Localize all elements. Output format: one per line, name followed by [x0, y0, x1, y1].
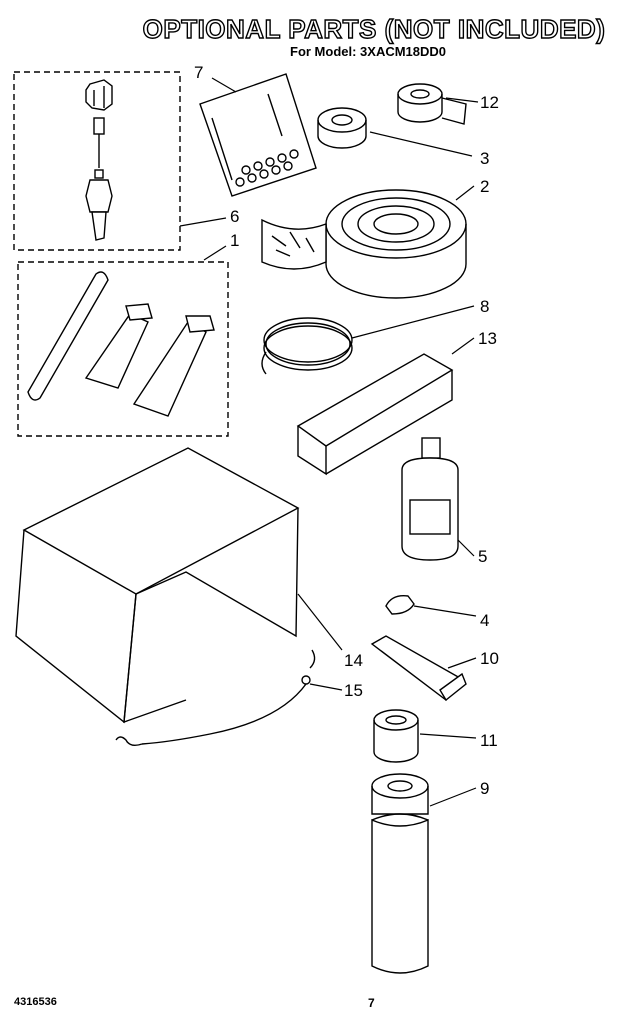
tape-roll-3-drawing — [317, 107, 367, 149]
callout-12: 12 — [480, 93, 499, 112]
fastener-bag-drawing — [199, 73, 317, 197]
valve-fitting-drawing — [85, 79, 113, 241]
callout-leaders — [179, 77, 479, 807]
document-number: 4316536 — [14, 996, 57, 1008]
callout-10: 10 — [480, 649, 499, 668]
callout-7: 7 — [194, 63, 203, 82]
callout-1: 1 — [230, 231, 239, 250]
cap-4-drawing — [385, 595, 415, 615]
foam-tape-roll-2-drawing — [261, 189, 467, 299]
stick-and-tubes-drawing — [27, 271, 215, 417]
callout-15: 15 — [344, 681, 363, 700]
bottle-5-drawing — [401, 437, 459, 561]
part-1-dashed-frame — [17, 261, 229, 437]
callout-3: 3 — [480, 149, 489, 168]
page-number: 7 — [368, 996, 375, 1010]
callout-11: 11 — [480, 731, 498, 750]
cord-15-drawing — [115, 649, 316, 747]
callout-4: 4 — [480, 611, 489, 630]
tube-10-drawing — [370, 635, 467, 702]
callout-9: 9 — [480, 779, 489, 798]
callout-14: 14 — [344, 651, 363, 670]
callout-2: 2 — [480, 177, 489, 196]
tape-roll-12-drawing — [397, 83, 467, 125]
coiled-wire-8-drawing — [261, 317, 353, 375]
model-subtitle: For Model: 3XACM18DD0 — [290, 44, 447, 59]
callout-5: 5 — [478, 547, 487, 566]
callout-6: 6 — [230, 207, 239, 226]
cover-14-drawing — [15, 447, 300, 724]
callout-13: 13 — [478, 329, 497, 348]
page-title: OPTIONAL PARTS (NOT INCLUDED) — [142, 13, 606, 44]
part-6-dashed-frame — [13, 71, 181, 251]
foam-block-13-drawing — [296, 353, 454, 476]
tape-roll-11-drawing — [373, 709, 419, 763]
callout-8: 8 — [480, 297, 489, 316]
spray-can-9-drawing — [371, 773, 429, 974]
